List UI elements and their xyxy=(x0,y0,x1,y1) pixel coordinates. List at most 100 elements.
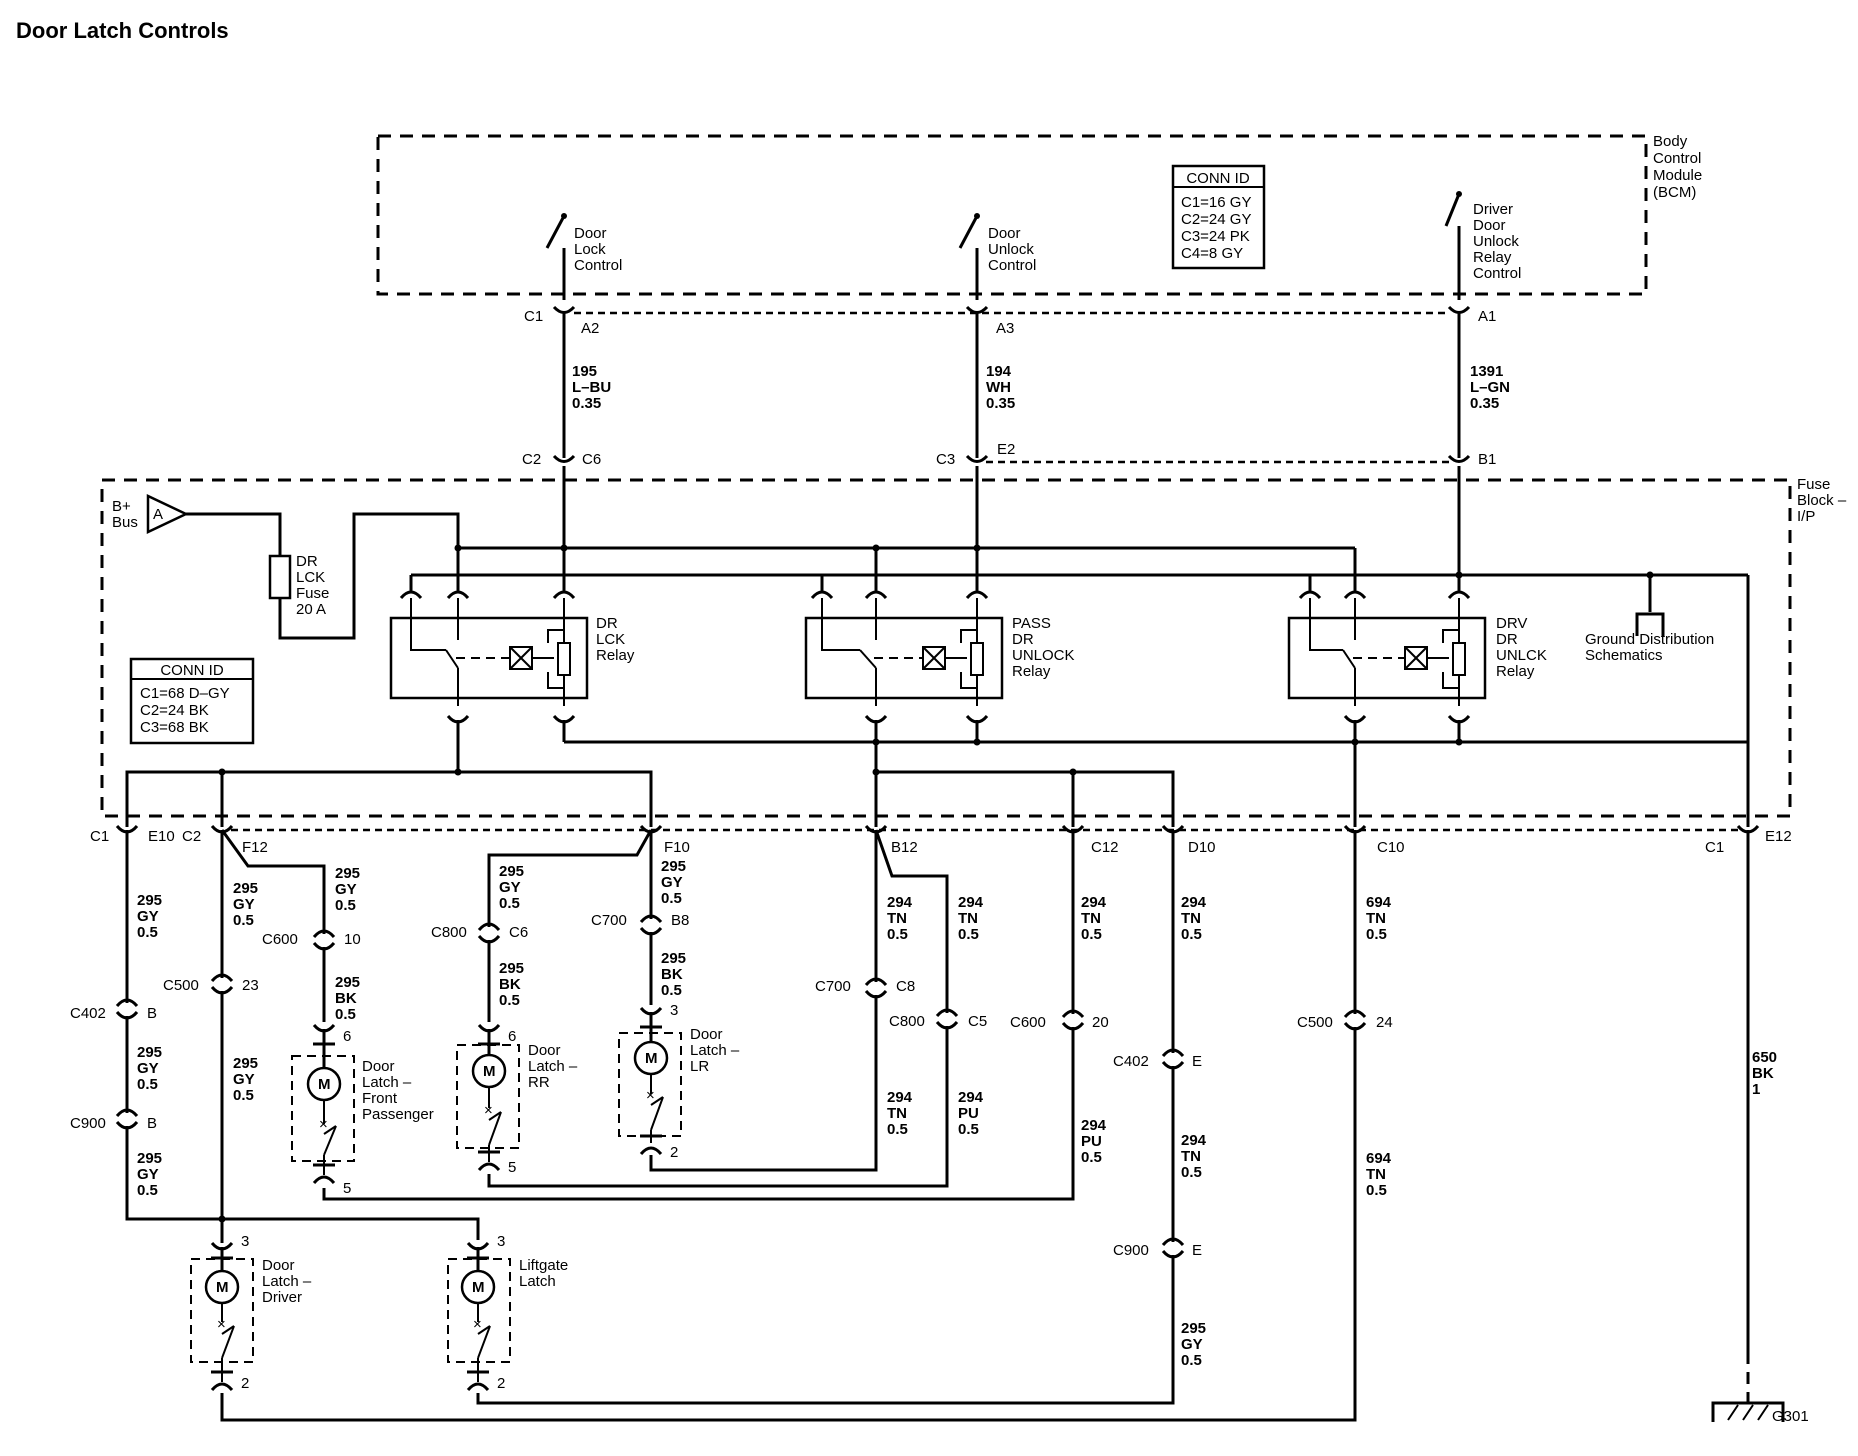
svg-text:×: × xyxy=(646,1087,655,1104)
wire-label-gy-a: 295 GY 0.5 xyxy=(137,892,166,941)
conn-label-a2: A2 xyxy=(581,320,599,337)
wire-label-gy-c: 295 GY 0.5 xyxy=(137,1150,166,1199)
svg-text:C2=24 GY: C2=24 GY xyxy=(1181,211,1251,228)
wire-label-694-b: 694 TN 0.5 xyxy=(1366,1150,1395,1199)
wire-label-gy-b: 295 GY 0.5 xyxy=(137,1044,166,1093)
door-lock-control-switch: Door Lock Control xyxy=(545,213,622,300)
conn-label-bot-c1: C1 xyxy=(90,828,109,845)
wire-label-650: 650 BK 1 xyxy=(1752,1049,1781,1098)
drv-dr-unlck-relay: DRV DR UNLCK Relay xyxy=(1287,590,1547,724)
door-latch-rr: 6 M × 5 Door Latch – RR xyxy=(456,1023,578,1176)
conn-label-c800-b: C800 xyxy=(889,1013,925,1030)
conn-label-c6: C6 xyxy=(582,451,601,468)
conn-label-c12: C12 xyxy=(1091,839,1119,856)
svg-text:E: E xyxy=(1192,1053,1202,1070)
svg-text:Door Unlock Contro: Door Unlock Control xyxy=(988,225,1038,274)
bcm-box xyxy=(376,134,1648,296)
svg-text:×: × xyxy=(319,1116,328,1133)
svg-text:M: M xyxy=(216,1279,229,1296)
wire-label-tn-d: 294 TN 0.5 xyxy=(1081,894,1110,943)
wire-label-195: 195 L–BU 0.35 xyxy=(572,363,615,412)
conn-label-e10: E10 xyxy=(148,828,175,845)
svg-text:G301: G301 xyxy=(1772,1408,1809,1425)
ground-distribution-label: Ground Distribution Schematics xyxy=(1585,631,1718,664)
svg-text:3: 3 xyxy=(670,1002,678,1019)
svg-text:C8: C8 xyxy=(896,978,915,995)
conn-label-c800-a: C800 xyxy=(431,924,467,941)
conn-label-e12: E12 xyxy=(1765,828,1792,845)
conn-label-c402-a: C402 xyxy=(70,1005,106,1022)
conn-label-c500-a: C500 xyxy=(163,977,199,994)
fuse-label: DR LCK Fuse 20 A xyxy=(296,553,334,618)
conn-a1 xyxy=(1447,305,1471,314)
svg-text:2: 2 xyxy=(497,1375,505,1392)
conn-label-f10: F10 xyxy=(664,839,690,856)
conn-label-c900-a: C900 xyxy=(70,1115,106,1132)
svg-text:Door Latch – Front: Door Latch – Front Passenger xyxy=(362,1058,434,1123)
svg-text:3: 3 xyxy=(497,1233,505,1250)
wire-label-194: 194 WH 0.35 xyxy=(986,363,1015,412)
conn-c6 xyxy=(552,454,576,463)
svg-text:5: 5 xyxy=(508,1159,516,1176)
svg-text:C4=8 GY: C4=8 GY xyxy=(1181,245,1243,262)
conn-label-d10: D10 xyxy=(1188,839,1216,856)
svg-text:CONN ID: CONN ID xyxy=(160,662,224,679)
svg-text:M: M xyxy=(483,1063,496,1080)
ground-g301: G301 xyxy=(1711,1401,1809,1425)
conn-label-fb-c2: C2 xyxy=(522,451,541,468)
wire-label-gy-i: 295 GY 0.5 xyxy=(1181,1320,1210,1369)
conn-b1 xyxy=(1447,454,1471,463)
svg-text:5: 5 xyxy=(343,1180,351,1197)
conn-a3 xyxy=(965,305,989,314)
conn-label-f12: F12 xyxy=(242,839,268,856)
wire-label-694-a: 694 TN 0.5 xyxy=(1366,894,1395,943)
dr-lck-relay: DR LCK Relay xyxy=(389,590,635,724)
conn-label-c600-b: C600 xyxy=(1010,1014,1046,1031)
svg-text:23: 23 xyxy=(242,977,259,994)
svg-text:C2=24 BK: C2=24 BK xyxy=(140,702,209,719)
bcm-conn-id-table: CONN ID C1=16 GY C2=24 GY C3=24 PK C4=8 … xyxy=(1171,164,1266,270)
svg-text:DR LCK Relay: DR LCK Relay xyxy=(596,615,635,664)
conn-label-bcm-c1: C1 xyxy=(524,308,543,325)
pass-dr-unlock-relay: PASS DR UNLOCK Relay xyxy=(804,590,1075,724)
conn-e2 xyxy=(965,454,989,463)
svg-text:C6: C6 xyxy=(509,924,528,941)
dr-lck-fuse xyxy=(268,554,292,600)
wire-label-gy-d: 295 GY 0.5 xyxy=(233,880,262,929)
svg-text:B: B xyxy=(147,1005,157,1022)
fuse-block-label: Fuse Block – I/P xyxy=(1797,476,1850,525)
svg-text:2: 2 xyxy=(241,1375,249,1392)
bplus-marker-letter: A xyxy=(153,506,163,523)
conn-label-fb-c3: C3 xyxy=(936,451,955,468)
svg-text:×: × xyxy=(473,1316,482,1333)
svg-text:B8: B8 xyxy=(671,912,689,929)
conn-label-bot-c2: C2 xyxy=(182,828,201,845)
conn-label-c402-b: C402 xyxy=(1113,1053,1149,1070)
svg-text:C5: C5 xyxy=(968,1013,987,1030)
bcm-label: Body Control Module (BCM) xyxy=(1653,133,1706,201)
conn-a2 xyxy=(552,305,576,314)
door-unlock-control-switch: Door Unlock Control xyxy=(958,213,1038,300)
svg-text:24: 24 xyxy=(1376,1014,1393,1031)
svg-text:C3=68 BK: C3=68 BK xyxy=(140,719,209,736)
svg-text:Door Latch – Drive: Door Latch – Driver xyxy=(262,1257,315,1306)
conn-label-b1: B1 xyxy=(1478,451,1496,468)
wire-label-bk-a: 295 BK 0.5 xyxy=(335,974,364,1023)
page-title: Door Latch Controls xyxy=(16,18,229,43)
door-latch-lr: 3 M × 2 Door Latch – LR xyxy=(618,1002,740,1161)
fuse-block-conn-id-table: CONN ID C1=68 D–GY C2=24 BK C3=68 BK xyxy=(129,657,255,745)
svg-text:Driver Door Unlock: Driver Door Unlock Relay Control xyxy=(1473,201,1523,282)
conn-label-a3: A3 xyxy=(996,320,1014,337)
conn-label-bot-c1r: C1 xyxy=(1705,839,1724,856)
svg-text:CONN ID: CONN ID xyxy=(1186,170,1250,187)
door-latch-driver: 3 M × 2 Door Latch – Driver xyxy=(190,1233,315,1392)
wire-label-tn-f: 294 TN 0.5 xyxy=(1181,1132,1210,1181)
wire-label-tn-e: 294 TN 0.5 xyxy=(1181,894,1210,943)
fuse-block-box xyxy=(100,478,1792,818)
bplus-bus-marker xyxy=(146,494,189,534)
conn-label-c600-a: C600 xyxy=(262,931,298,948)
wire-label-tn-c: 294 TN 0.5 xyxy=(887,1089,916,1138)
conn-label-c500-b: C500 xyxy=(1297,1014,1333,1031)
wire-label-bk-b: 295 BK 0.5 xyxy=(499,960,528,1009)
door-latch-front-passenger: 6 M × 5 Door Latch – Front Passenger xyxy=(291,1023,434,1197)
